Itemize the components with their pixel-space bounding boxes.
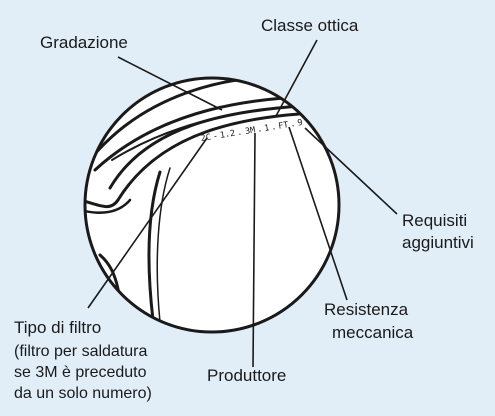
label-produttore: Produttore [207, 366, 287, 385]
label-tipo-filtro: Tipo di filtro [14, 318, 102, 337]
leader-produttore [252, 132, 256, 368]
leader-lines [87, 39, 398, 368]
leader-resistenza [288, 126, 348, 301]
label-resistenza-line1: Resistenza [324, 300, 409, 319]
leader-requisiti [304, 127, 398, 215]
marking-additional: 9 [297, 118, 304, 129]
leader-classe-ottica [275, 39, 318, 117]
marking-mechanical: FT [278, 120, 290, 131]
marking-manufacturer: 3M [244, 125, 256, 136]
marking-grade: 1.2 [219, 129, 236, 141]
label-classe-ottica: Classe ottica [261, 16, 359, 35]
label-requisiti-line2: aggiuntivi [402, 233, 474, 252]
leader-gradazione [117, 56, 223, 111]
label-tipo-filtro-note2: se 3M è preceduto [14, 364, 147, 381]
label-gradazione: Gradazione [40, 33, 128, 52]
leader-tipo-filtro [87, 137, 208, 309]
label-requisiti-line1: Requisiti [402, 211, 468, 230]
label-tipo-filtro-note1: (filtro per saldatura [14, 343, 148, 360]
marking-optical-class: 1 [264, 123, 271, 134]
label-resistenza-line2: meccanica [332, 323, 414, 342]
label-tipo-filtro-note3: da un solo numero) [14, 385, 152, 402]
